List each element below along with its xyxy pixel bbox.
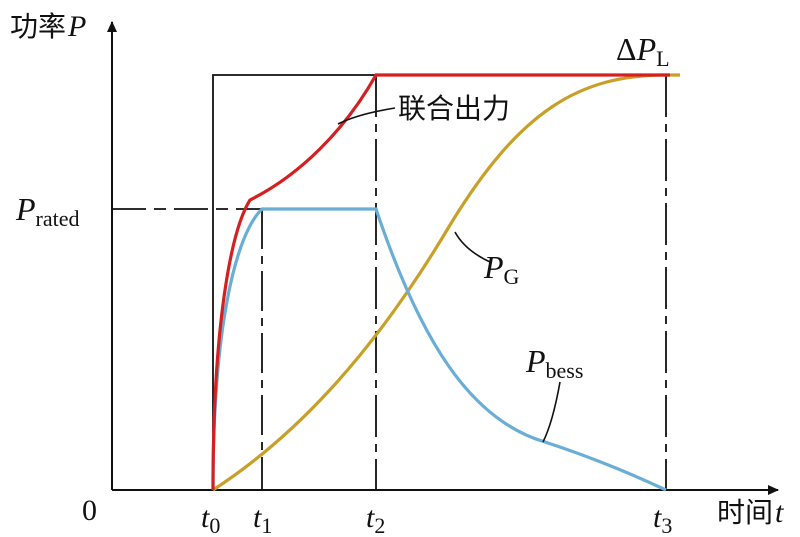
- t3-label: t3: [653, 501, 672, 537]
- combined-label-leader: [337, 107, 396, 125]
- pg-label-leader: [454, 231, 491, 263]
- combined-output-label: 联合出力: [398, 92, 510, 125]
- pg-curve: [212, 73, 680, 492]
- delta-pl-label: ΔPL: [616, 31, 670, 71]
- pg-label: PG: [483, 249, 520, 289]
- y-axis-label: 功率P: [10, 10, 86, 43]
- origin-label: 0: [82, 494, 97, 527]
- x-axis-label: 时间t: [717, 496, 784, 529]
- pbess-curve: [211, 207, 667, 492]
- pbess-label-leader: [542, 381, 561, 443]
- t2-label: t2: [366, 501, 385, 537]
- t1-label: t1: [253, 501, 272, 537]
- t0-label: t0: [201, 501, 220, 537]
- pbess-label: Pbess: [525, 343, 583, 383]
- combined-output-curve: [211, 73, 670, 491]
- reference-box: [212, 74, 376, 490]
- p-rated-label: Prated: [15, 191, 80, 231]
